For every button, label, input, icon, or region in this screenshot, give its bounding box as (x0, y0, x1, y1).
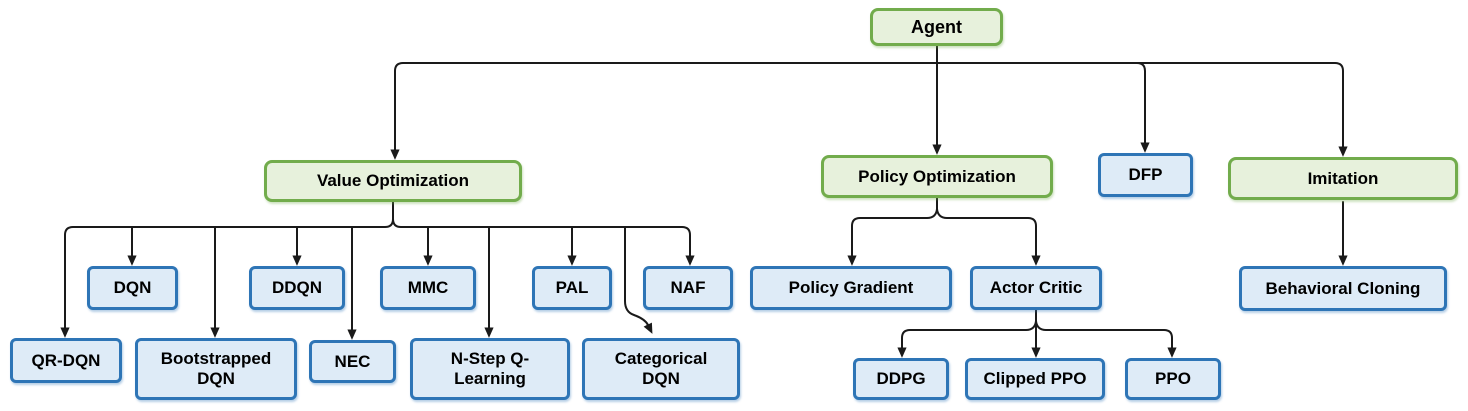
node-ppo: PPO (1125, 358, 1221, 400)
edge-ac-ddpg (897, 320, 1037, 358)
node-policy-gradient: Policy Gradient (750, 266, 952, 310)
node-naf: NAF (643, 266, 733, 310)
node-ddpg: DDPG (853, 358, 949, 400)
node-pal: PAL (532, 266, 612, 310)
node-imitation: Imitation (1228, 157, 1458, 200)
node-value-optimization: Value Optimization (264, 160, 522, 202)
node-n-step-q-learning: N-Step Q-Learning (410, 338, 570, 400)
node-categorical-dqn: Categorical DQN (582, 338, 740, 400)
node-mmc: MMC (380, 266, 476, 310)
node-actor-critic: Actor Critic (970, 266, 1102, 310)
edge-agent-value-optimization (390, 62, 938, 160)
node-bootstrapped-dqn: Bootstrapped DQN (135, 338, 297, 400)
node-clipped-ppo: Clipped PPO (965, 358, 1105, 400)
edge-po-policy-gradient (847, 208, 938, 266)
node-qr-dqn: QR-DQN (10, 338, 122, 383)
node-dfp: DFP (1098, 153, 1193, 197)
node-ddqn: DDQN (249, 266, 345, 310)
node-policy-optimization: Policy Optimization (821, 155, 1053, 198)
node-nec: NEC (309, 340, 396, 383)
edge-agent-dfp (936, 62, 1150, 153)
edge-vo-naf (392, 201, 695, 266)
edge-agent-imitation (936, 62, 1348, 157)
node-dqn: DQN (87, 266, 178, 310)
node-agent: Agent (870, 8, 1003, 46)
edge-vo-categorical-dqn (624, 226, 653, 334)
edge-ac-ppo (1035, 320, 1177, 358)
edge-po-actor-critic (936, 208, 1041, 266)
node-behavioral-cloning: Behavioral Cloning (1239, 266, 1447, 311)
